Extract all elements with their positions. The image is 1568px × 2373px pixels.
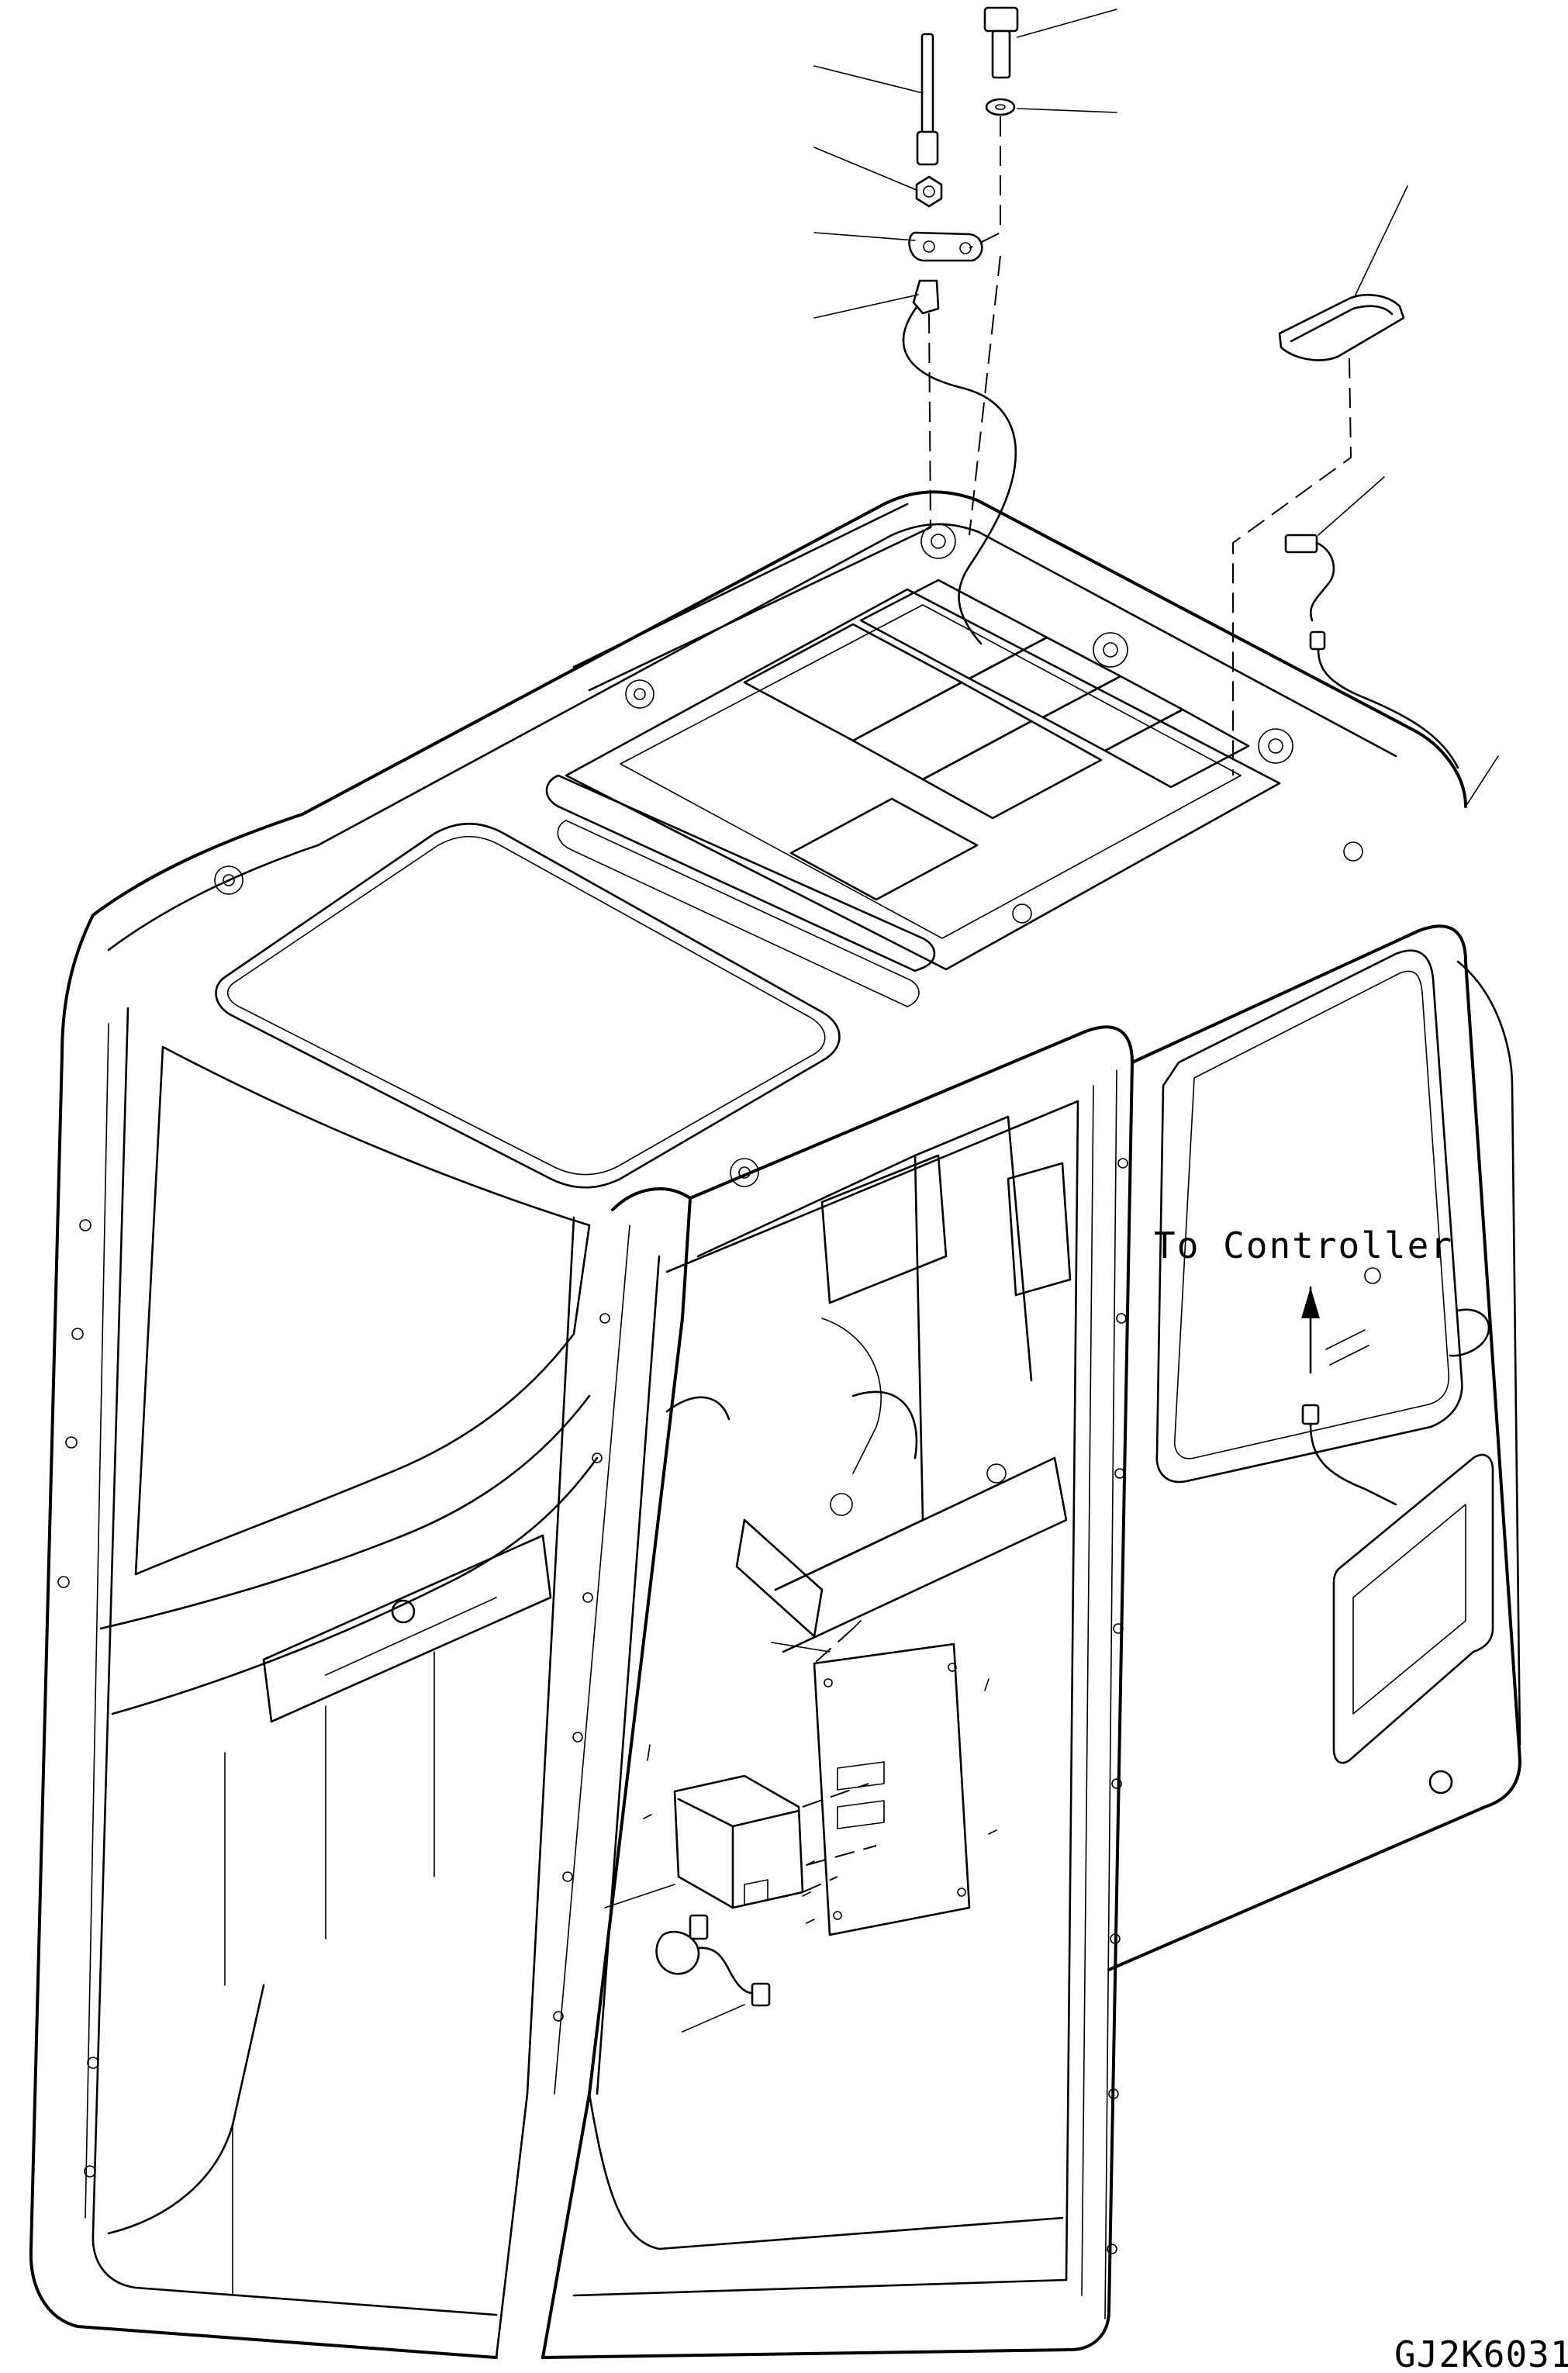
controller-assembly — [604, 1620, 997, 2033]
arrow-up-icon — [1301, 1287, 1320, 1318]
antenna-assembly — [813, 6, 1117, 645]
roof-cover-assembly — [1232, 185, 1499, 807]
cab-body — [29, 490, 1521, 2359]
to-controller-callout: To Controller — [1154, 1224, 1453, 1506]
drawing-code: GJ2K6031 — [1394, 2333, 1568, 2373]
mounting-holes — [57, 523, 1381, 2254]
callout-label: To Controller — [1154, 1224, 1453, 1266]
